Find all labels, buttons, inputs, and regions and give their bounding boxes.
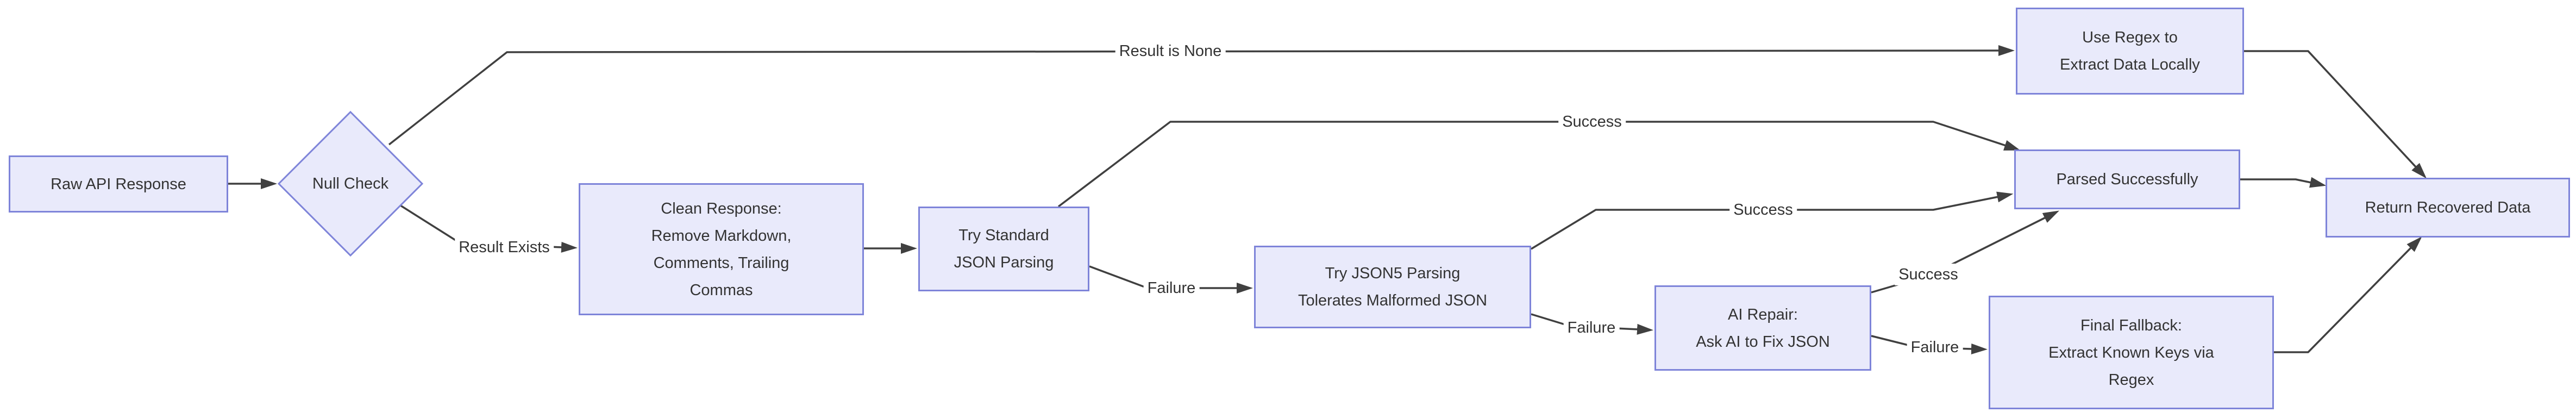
node-try-json5-parsing: Try JSON5 Parsing Tolerates Malformed JS… [1254,246,1531,328]
edge-label-failure-ai: Failure [1907,336,1963,358]
edge-label-result-exists: Result Exists [455,236,554,258]
node-label-line: Final Fallback: [2080,316,2182,334]
node-label-line: Use Regex to [2082,29,2178,46]
edge-label-failure-standard: Failure [1143,277,1200,299]
node-label-line: Ask AI to Fix JSON [1696,333,1830,351]
node-null-check-diamond [277,110,424,257]
node-label-line: JSON Parsing [954,254,1054,271]
node-label-line: Tolerates Malformed JSON [1298,292,1488,309]
node-label-line: Try Standard [958,227,1049,244]
edge-label-success-json5: Success [1729,199,1797,221]
node-label-line: Regex [2108,371,2154,389]
node-try-standard-json-parsing: Try Standard JSON Parsing [918,207,1089,291]
node-raw-api-response: Raw API Response [9,155,228,213]
node-label-line: Clean Response: [661,199,782,217]
edge-label-success-standard: Success [1558,111,1626,133]
edge-null-check-to-use-regex [388,45,2015,146]
edge-parsed-to-return [2240,177,2327,188]
node-label-line: Comments, Trailing [653,254,789,272]
edge-use-regex-to-return [2244,50,2427,179]
node-label-line: AI Repair: [1728,305,1798,323]
node-label-line: Null Check [312,175,389,192]
node-use-regex-extract-locally: Use Regex to Extract Data Locally [2016,8,2244,95]
node-label-line: Return Recovered Data [2365,199,2531,216]
node-return-recovered-data: Return Recovered Data [2326,178,2570,238]
node-ai-repair: AI Repair: Ask AI to Fix JSON [1654,285,1871,371]
edge-try-standard-to-parsed [1057,121,2021,208]
edge-label-success-ai: Success [1895,264,1962,285]
edge-final-fallback-to-return [2274,236,2422,353]
node-parsed-successfully: Parsed Successfully [2014,149,2240,209]
node-label-line: Parsed Successfully [2056,171,2198,188]
node-label-line: Commas [690,281,753,299]
node-final-fallback: Final Fallback: Extract Known Keys via R… [1989,296,2274,409]
node-null-check-label: Null Check [279,112,422,255]
node-label-line: Remove Markdown, [651,227,792,245]
node-clean-response: Clean Response: Remove Markdown, Comment… [579,183,864,315]
node-label-line: Try JSON5 Parsing [1325,265,1461,282]
node-label-line: Raw API Response [51,175,186,193]
node-label-line: Extract Data Locally [2060,56,2200,73]
edge-label-result-is-none: Result is None [1115,40,1226,62]
node-label-line: Extract Known Keys via [2048,344,2214,361]
edge-label-failure-json5: Failure [1563,317,1620,339]
